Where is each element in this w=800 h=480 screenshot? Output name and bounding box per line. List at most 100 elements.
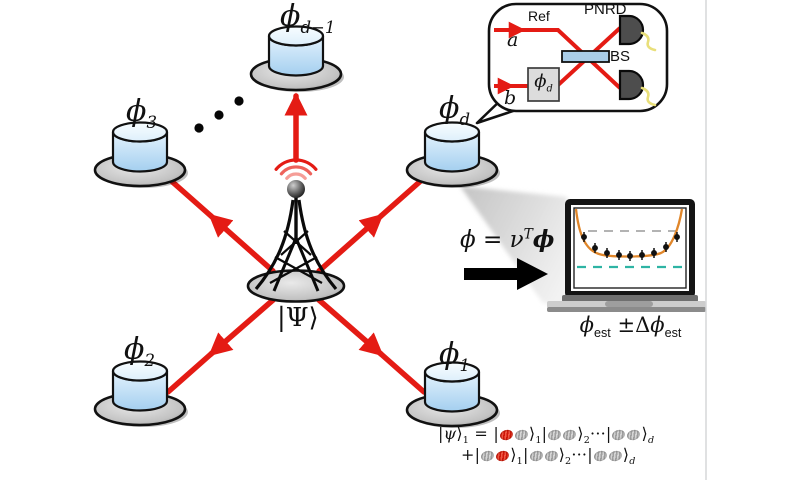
photon-gray-icon (543, 449, 559, 463)
ket-bar: | (605, 424, 612, 443)
phi-symbol: ϕ (126, 94, 147, 129)
phi-subscript: 1 (459, 356, 470, 375)
beam-to-node-2 (208, 297, 276, 357)
beam-to-node-1-tail (378, 351, 427, 395)
phi-vector-symbol: ϕ (532, 226, 555, 253)
phi-subscript: 3 (146, 113, 157, 132)
ket-bar: | (474, 445, 481, 464)
estimation-plot (574, 208, 684, 269)
label-input-b: b (504, 87, 517, 109)
source-antenna (246, 158, 346, 303)
processing-arrow-icon (464, 258, 548, 290)
phi-subscript: d (459, 110, 471, 129)
state-expression-line-2: +|⟩1|⟩2···|⟩d (461, 445, 636, 467)
photon-gray-icon (626, 428, 642, 442)
phi-symbol: ϕ (534, 71, 547, 92)
beam-arrows (165, 92, 427, 395)
phi-subscript: d (546, 83, 553, 95)
label-estimate: ϕest ±Δϕest (558, 313, 703, 340)
ket-subscript: 2 (565, 456, 572, 468)
node-phi-2 (93, 360, 190, 429)
beam-to-node-1 (316, 297, 384, 357)
beam-to-node-d-tail (378, 175, 427, 219)
ket-subscript: d (629, 456, 636, 468)
laptop-hinge (562, 295, 698, 302)
laptop-base-edge (547, 307, 706, 312)
phi-symbol: ϕ (280, 0, 301, 34)
psi-symbol: ψ (443, 424, 457, 443)
interferometer-inset (475, 2, 669, 125)
ket-bar: | (522, 445, 529, 464)
beam-to-node-3-tail (165, 175, 214, 219)
photon-red-icon (494, 449, 511, 463)
label-phi-3: ϕ3 (126, 97, 157, 132)
ket-subscript: 1 (535, 435, 542, 447)
node-phi-3 (93, 121, 190, 190)
phi-subscript: 2 (144, 351, 155, 370)
detector-wires (640, 31, 657, 107)
phi-symbol: ϕ (460, 227, 476, 253)
detector-bottom-icon (618, 69, 645, 101)
laptop (547, 199, 706, 312)
photon-gray-icon (611, 428, 627, 442)
state-expression-line-1: |ψ⟩1 = |⟩1|⟩2···|⟩d (438, 424, 654, 446)
beam-splitter (561, 50, 610, 63)
photon-gray-icon (562, 428, 578, 442)
est-subscript: est (664, 326, 682, 341)
ket-bracket: ⟩ (558, 445, 566, 464)
photon-gray-icon (607, 449, 624, 463)
detector-top-icon (618, 14, 645, 46)
ket-bar: | (541, 424, 548, 443)
label-phase-shifter: ϕd (528, 73, 559, 95)
ket-bracket: ⟩ (456, 424, 463, 443)
wifi-waves-icon (274, 158, 318, 180)
node-phi-d (405, 121, 502, 190)
ket-subscript: d (647, 435, 655, 447)
photon-gray-icon (528, 449, 544, 463)
ket-bracket: ⟩ (622, 445, 630, 464)
data-points (581, 232, 680, 261)
ket-bracket: ⟩ (510, 445, 517, 464)
ket-bracket: ⟩ (577, 424, 584, 443)
equals-sign: = (474, 424, 489, 443)
label-phi-1: ϕ1 (439, 340, 470, 375)
phi-symbol: ϕ (124, 332, 145, 367)
est-subscript: est (593, 326, 611, 341)
inset-beam-a (523, 28, 622, 90)
pnrd-detectors (618, 14, 645, 101)
photon-gray-icon (592, 449, 609, 463)
label-phi-d: ϕd (439, 94, 470, 129)
beam-to-node-d (316, 213, 384, 274)
photon-gray-icon (547, 428, 563, 442)
ket-bar: | (587, 445, 593, 464)
ket-bracket: ⟩ (641, 424, 648, 443)
ket-subscript: 1 (516, 456, 523, 468)
transpose-superscript: T (523, 226, 533, 243)
ellipsis: ··· (571, 445, 588, 464)
delta-symbol: Δ (635, 313, 651, 337)
plus-sign: + (461, 445, 475, 464)
beam-to-node-3 (208, 213, 276, 274)
phi-symbol: ϕ (439, 91, 460, 126)
phase-shifter-box (527, 67, 560, 102)
photon-gray-icon (479, 449, 496, 463)
label-ref: Ref (528, 8, 550, 24)
phi-symbol: ϕ (439, 337, 460, 372)
photon-gray-icon (513, 428, 530, 442)
ellipsis-dots (194, 96, 244, 133)
antenna-base-platter (246, 269, 346, 303)
ket-bracket: ⟩ (528, 424, 536, 443)
label-input-a: a (507, 29, 519, 51)
label-phi-2: ϕ2 (124, 335, 155, 370)
laptop-trackpad (605, 301, 653, 307)
photon-red-icon (498, 428, 515, 442)
plus-minus-sign: ± (617, 313, 636, 337)
ket-subscript: 1 (462, 435, 470, 447)
phi-subscript: d−1 (300, 18, 336, 37)
ket-subscript: 2 (583, 435, 591, 447)
ket-bar: | (493, 424, 499, 443)
label-phi-d-1: ϕd−1 (280, 2, 335, 37)
phi-symbol: ϕ (650, 313, 665, 337)
label-linear-combination-formula: ϕ = νTϕ (460, 226, 554, 253)
